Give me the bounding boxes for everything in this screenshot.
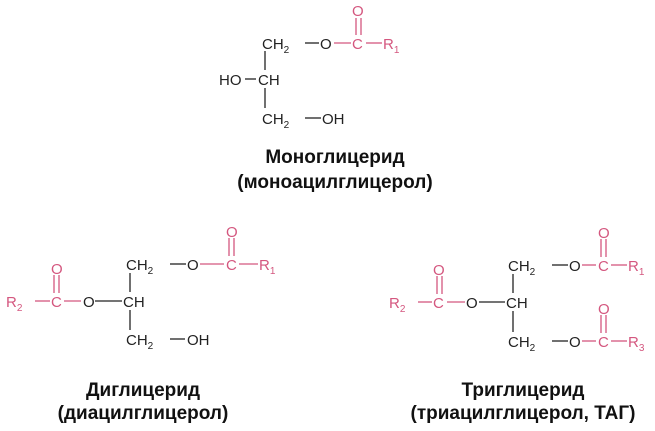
tri-c-carbonyl-top: C [598,258,609,275]
di-ch2-bottom: CH2 [126,332,154,352]
mono-ch2-top: CH2 [262,36,290,56]
tri-o-ester-bottom: O [569,334,581,351]
monoglyceride-structure: CH2 O C O R1 HO CH CH2 OH Моноглицерид (… [219,3,433,193]
di-oh: OH [187,332,210,349]
di-acyl-bonds [35,238,258,302]
diglyceride-structure: CH2 O C O R1 R2 C O O CH CH2 OH Диглицер… [6,224,276,424]
tri-o-ester-left: O [466,295,478,312]
di-r2: R2 [6,294,23,314]
tri-o-carbonyl-bottom: O [598,301,610,318]
di-o-carbonyl-left: O [51,261,63,278]
mono-alt-name: (моноацилглицерол) [237,172,432,193]
tri-skeleton-bonds [479,264,568,342]
di-name: Диглицерид [86,380,200,401]
tri-alt-name: (триацилглицерол, ТАГ) [411,403,636,424]
mono-ho: HO [219,72,242,89]
tri-ch2-bottom: CH2 [508,334,536,354]
di-c-carbonyl-left: C [51,294,62,311]
di-skeleton-bonds [95,263,186,340]
di-o-ester-top: O [187,257,199,274]
tri-o-carbonyl-top: O [598,225,610,242]
mono-ch: CH [258,72,280,89]
triglyceride-structure: CH2 O C O R1 R2 C O O CH CH2 O C O R3 Тр… [389,225,645,424]
tri-ch: CH [506,295,528,312]
tri-r1: R1 [628,258,645,278]
di-alt-name: (диацилглицерол) [58,403,229,424]
di-o-carbonyl-top: O [226,224,238,241]
tri-acyl-bonds [418,239,627,342]
tri-c-carbonyl-bottom: C [598,334,609,351]
mono-c-carbonyl: C [352,36,363,53]
mono-o-ester: O [320,36,332,53]
mono-o-carbonyl: O [352,3,364,20]
tri-ch2-top: CH2 [508,258,536,278]
tri-c-carbonyl-left: C [433,295,444,312]
di-ch: CH [123,294,145,311]
di-c-carbonyl-top: C [226,257,237,274]
di-o-ester-left: O [83,294,95,311]
tri-name: Триглицерид [462,380,585,401]
tri-r2: R2 [389,295,406,315]
mono-name: Моноглицерид [265,147,404,168]
di-r1: R1 [259,257,276,277]
tri-r3: R3 [628,334,645,354]
mono-r1: R1 [383,36,400,56]
mono-oh: OH [322,111,345,128]
mono-ch2-bottom: CH2 [262,111,290,131]
mono-skeleton-bonds [245,42,321,119]
tri-o-carbonyl-left: O [433,262,445,279]
mono-acyl-bonds [334,18,382,44]
tri-o-ester-top: O [569,258,581,275]
di-ch2-top: CH2 [126,257,154,277]
